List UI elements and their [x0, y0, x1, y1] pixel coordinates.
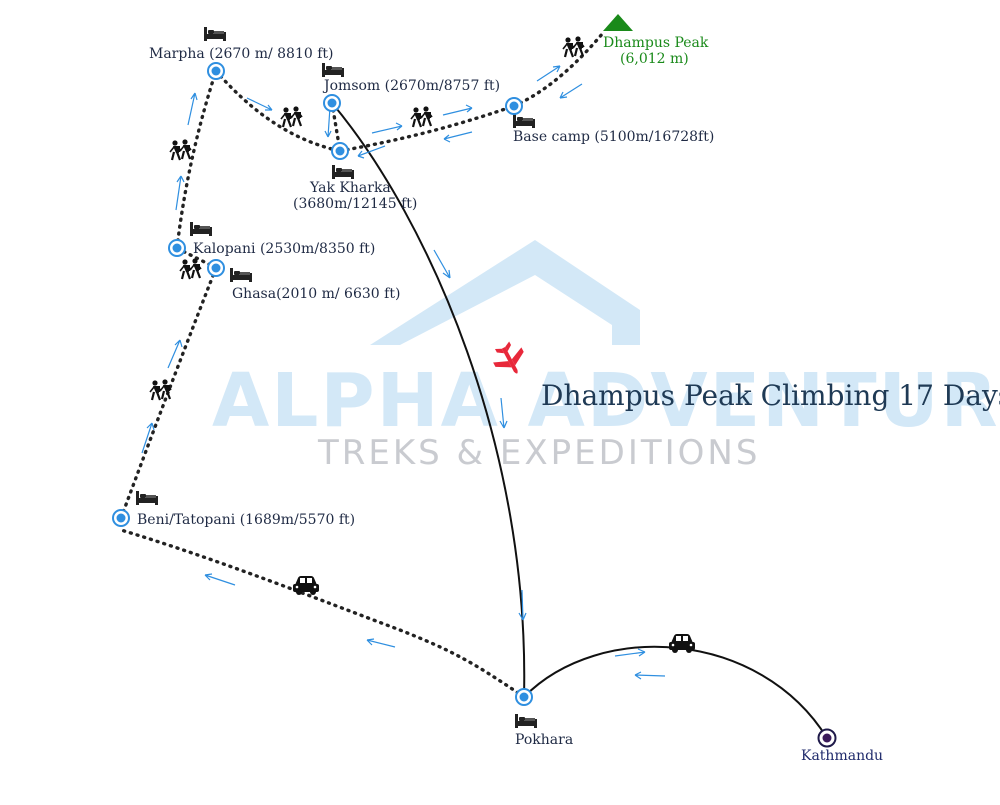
arrow-icon — [324, 106, 332, 138]
route-segment-kalopani-marpha — [175, 69, 218, 250]
arrow-icon — [499, 397, 508, 429]
stop-base-camp[interactable] — [505, 97, 523, 115]
arrow-icon — [246, 97, 273, 111]
arrow-icon — [443, 131, 473, 143]
bed-icon — [136, 491, 158, 505]
hiker-icon — [411, 106, 432, 127]
arrow-icon — [187, 92, 198, 126]
route-segment-ghasa-kalopani — [175, 246, 218, 270]
route-segment-beni-ghasa — [119, 266, 218, 520]
arrow-icon — [634, 671, 666, 680]
map-title: Dhampus Peak Climbing 17 Days — [541, 379, 1000, 412]
arrow-icon — [357, 145, 386, 159]
drive-route-kathmandu — [523, 645, 828, 739]
bed-icon — [513, 114, 535, 128]
arrow-icon — [175, 175, 185, 211]
label-jomsom: Jomsom (2670m/8757 ft) — [322, 78, 500, 94]
watermark-line1: ALPHA ADVENTURE — [212, 358, 1000, 444]
label-pokhara: Pokhara — [515, 732, 573, 748]
watermark: ALPHA ADVENTURE TREKS & EXPEDITIONS — [212, 240, 1000, 473]
arrow-icon — [204, 573, 236, 586]
watermark-roof-icon — [370, 240, 640, 345]
arrow-icon — [614, 648, 646, 657]
hiker-icon — [170, 139, 191, 160]
hiker-icon — [563, 36, 584, 57]
bed-icon — [515, 714, 537, 728]
stop-pokhara[interactable] — [515, 688, 533, 706]
route-segment-basecamp-peak — [512, 31, 605, 108]
bed-icon — [332, 165, 354, 179]
hiker-icon — [150, 379, 171, 400]
stop-kalopani[interactable] — [168, 239, 186, 257]
label-marpha: Marpha (2670 m/ 8810 ft) — [149, 46, 333, 62]
direction-arrows — [141, 65, 666, 680]
mountain-peak-icon — [603, 14, 633, 31]
label-peak-name: Dhampus Peak — [603, 35, 709, 51]
label-kalopani: Kalopani (2530m/8350 ft) — [193, 241, 375, 257]
car-icon — [293, 576, 319, 595]
arrow-icon — [518, 589, 527, 621]
label-base-camp: Base camp (5100m/16728ft) — [513, 129, 714, 145]
arrow-icon — [371, 122, 403, 134]
watermark-line2: TREKS & EXPEDITIONS — [317, 433, 760, 473]
route-segment-pokhara-beni — [119, 528, 526, 699]
arrow-icon — [433, 249, 451, 279]
label-beni-tatopani: Beni/Tatopani (1689m/5570 ft) — [137, 512, 355, 528]
label-ghasa: Ghasa(2010 m/ 6630 ft) — [232, 286, 400, 302]
arrow-icon — [141, 422, 155, 454]
arrow-icon — [536, 65, 561, 82]
flight-route — [331, 102, 526, 698]
bed-icon — [190, 222, 212, 236]
stop-yak-kharka[interactable] — [331, 142, 349, 160]
label-kathmandu: Kathmandu — [801, 748, 883, 764]
arrow-icon — [167, 339, 183, 369]
bed-icon — [204, 27, 226, 41]
car-icon — [669, 634, 695, 653]
route-segment-yakkharka-basecamp — [338, 104, 516, 153]
arrow-icon — [559, 83, 583, 99]
route-segment-marpha-yakkharka — [214, 69, 342, 153]
label-peak-altitude: (6,012 m) — [620, 51, 689, 67]
stop-ghasa[interactable] — [207, 259, 225, 277]
bed-icon — [322, 63, 344, 77]
hiker-icon — [180, 258, 201, 279]
stop-marpha[interactable] — [207, 62, 225, 80]
stop-kathmandu[interactable] — [817, 728, 837, 748]
stop-jomsom[interactable] — [323, 94, 341, 112]
hiker-icon — [281, 106, 302, 127]
label-yak-kharka-altitude: (3680m/12145 ft) — [293, 196, 417, 212]
stop-beni-tatopani[interactable] — [112, 509, 130, 527]
airplane-icon — [493, 341, 524, 374]
arrow-icon — [442, 104, 473, 116]
bed-icon — [230, 268, 252, 282]
label-yak-kharka: Yak Kharka — [309, 180, 391, 196]
arrow-icon — [366, 638, 396, 648]
